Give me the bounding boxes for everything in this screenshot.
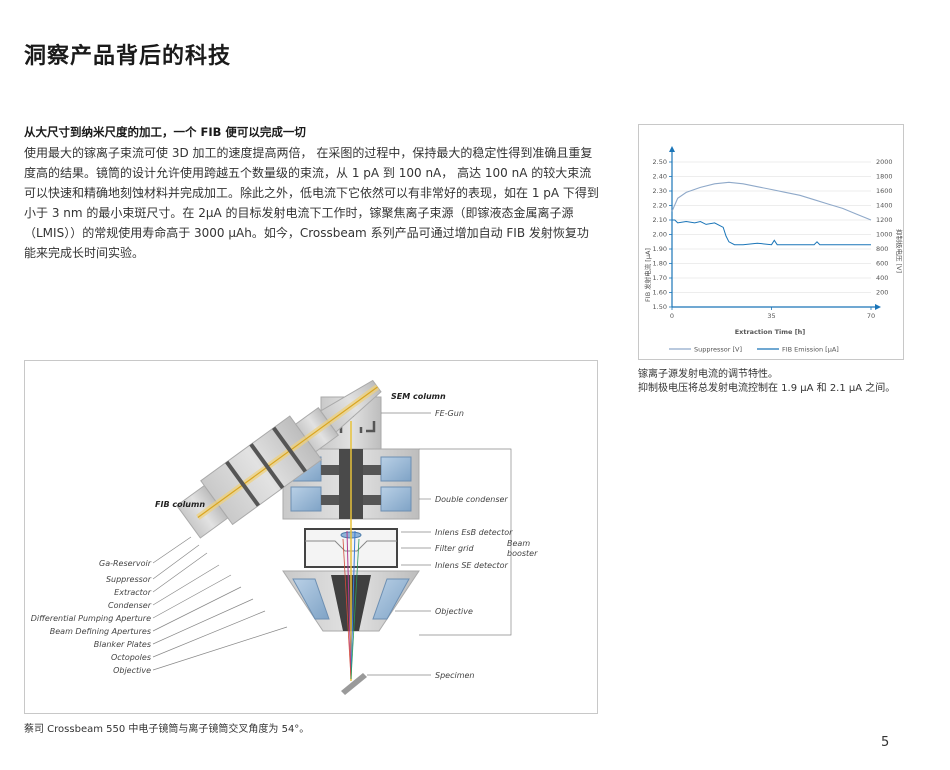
fib-leader-lines — [152, 536, 288, 671]
intro-body: 使用最大的镓离子束流可使 3D 加工的速度提高两倍， 在采图的过程中，保持最大的… — [24, 146, 599, 260]
label-diff-pumping-aperture: Differential Pumping Aperture — [31, 614, 151, 623]
y-tick-label-left: 2.00 — [653, 231, 667, 239]
y-tick-label-right: 1200 — [876, 216, 893, 224]
chart-caption-line-2: 抑制极电压将总发射电流控制在 1.9 μA 和 2.1 μA 之间。 — [638, 383, 896, 394]
y-tick-label-left: 1.60 — [653, 289, 667, 297]
y-tick-label-right: 400 — [876, 274, 888, 282]
label-fe-gun: FE-Gun — [435, 409, 464, 418]
y-tick-label-left: 2.20 — [653, 202, 667, 210]
sem-leader-lines — [367, 412, 512, 676]
x-axis-arrow — [875, 304, 881, 310]
y-tick-label-left: 1.50 — [653, 303, 667, 311]
y-tick-label-left: 1.90 — [653, 245, 667, 253]
label-double-condenser: Double condenser — [435, 495, 508, 504]
label-inlens-esb: Inlens EsB detector — [435, 528, 513, 537]
label-ga-reservoir: Ga-Reservoir — [99, 559, 152, 568]
fib-column — [176, 379, 382, 539]
label-inlens-se: Inlens SE detector — [435, 561, 509, 570]
series-line-suppressor — [671, 181, 872, 221]
fib-column-title: FIB column — [155, 500, 205, 509]
y-tick-label-right: 1600 — [876, 187, 893, 195]
y-tick-label-right: 1800 — [876, 173, 893, 181]
x-axis-label: Extraction Time [h] — [735, 328, 806, 336]
y-tick-label-left: 2.40 — [653, 173, 667, 181]
label-beam-defining-apertures: Beam Defining Apertures — [50, 627, 151, 636]
y-tick-label-right: 800 — [876, 245, 888, 253]
label-suppressor: Suppressor — [106, 575, 152, 584]
y-axis-label-left: FIB 发射电流 [μA] — [643, 248, 652, 302]
x-tick-label: 70 — [867, 312, 875, 320]
y-tick-label-left: 1.80 — [653, 260, 667, 268]
label-filter-grid: Filter grid — [435, 544, 475, 553]
label-beam-booster-1: Beam — [507, 539, 530, 548]
label-sem-objective: Objective — [435, 607, 473, 616]
label-beam-booster-2: booster — [507, 549, 538, 558]
y-tick-label-right: 2000 — [876, 158, 893, 166]
y-tick-label-right: 200 — [876, 289, 888, 297]
label-specimen: Specimen — [435, 671, 474, 680]
page-title: 洞察产品背后的科技 — [24, 44, 232, 69]
sem-column-title: SEM column — [391, 392, 446, 401]
y-tick-label-left: 2.10 — [653, 216, 667, 224]
label-octopoles: Octopoles — [111, 653, 151, 662]
column-diagram: SEM column FIB column FE-Gun Double cond… — [24, 360, 598, 714]
series-line-emission — [672, 219, 871, 246]
x-tick-label: 35 — [767, 312, 775, 320]
label-condenser: Condenser — [108, 601, 152, 610]
label-blanker-plates: Blanker Plates — [94, 640, 151, 649]
emission-chart: 1.50 1.60 1.70 1.80 1.90 2.00 2.10 2.20 2.30 2.40… — [638, 124, 904, 360]
page-number: 5 — [881, 735, 890, 750]
chart-legend: Suppressor [V] FIB Emission [μA] — [669, 346, 839, 354]
y-tick-label-right: 1000 — [876, 231, 893, 239]
y-tick-label-right: 1400 — [876, 202, 893, 210]
x-tick-label: 0 — [670, 312, 674, 320]
legend-label-suppressor: Suppressor [V] — [694, 346, 742, 354]
diagram-caption: 蔡司 Crossbeam 550 中电子镜筒与离子镜筒交叉角度为 54°。 — [24, 724, 310, 735]
y-tick-label-right: 600 — [876, 260, 888, 268]
y-tick-label-left: 2.30 — [653, 187, 667, 195]
emission-chart-svg: 1.50 1.60 1.70 1.80 1.90 2.00 2.10 2.20 2.30 2.40… — [643, 146, 904, 354]
intro-heading: 从大尺寸到纳米尺度的加工，一个 FIB 便可以完成一切 — [24, 125, 306, 139]
legend-label-emission: FIB Emission [μA] — [782, 346, 839, 354]
label-extractor: Extractor — [114, 588, 152, 597]
y-axis-label-right: 抑制极电压 [V] — [895, 229, 903, 273]
y-tick-label-left: 2.50 — [653, 158, 667, 166]
y-axis-arrow — [669, 146, 675, 152]
label-fib-objective: Objective — [113, 666, 151, 675]
chart-caption: 镓离子源发射电流的调节特性。 抑制极电压将总发射电流控制在 1.9 μA 和 2… — [638, 368, 918, 396]
chart-caption-line-1: 镓离子源发射电流的调节特性。 — [638, 369, 778, 380]
column-diagram-svg: SEM column FIB column FE-Gun Double cond… — [31, 379, 538, 695]
y-tick-label-left: 1.70 — [653, 274, 667, 282]
